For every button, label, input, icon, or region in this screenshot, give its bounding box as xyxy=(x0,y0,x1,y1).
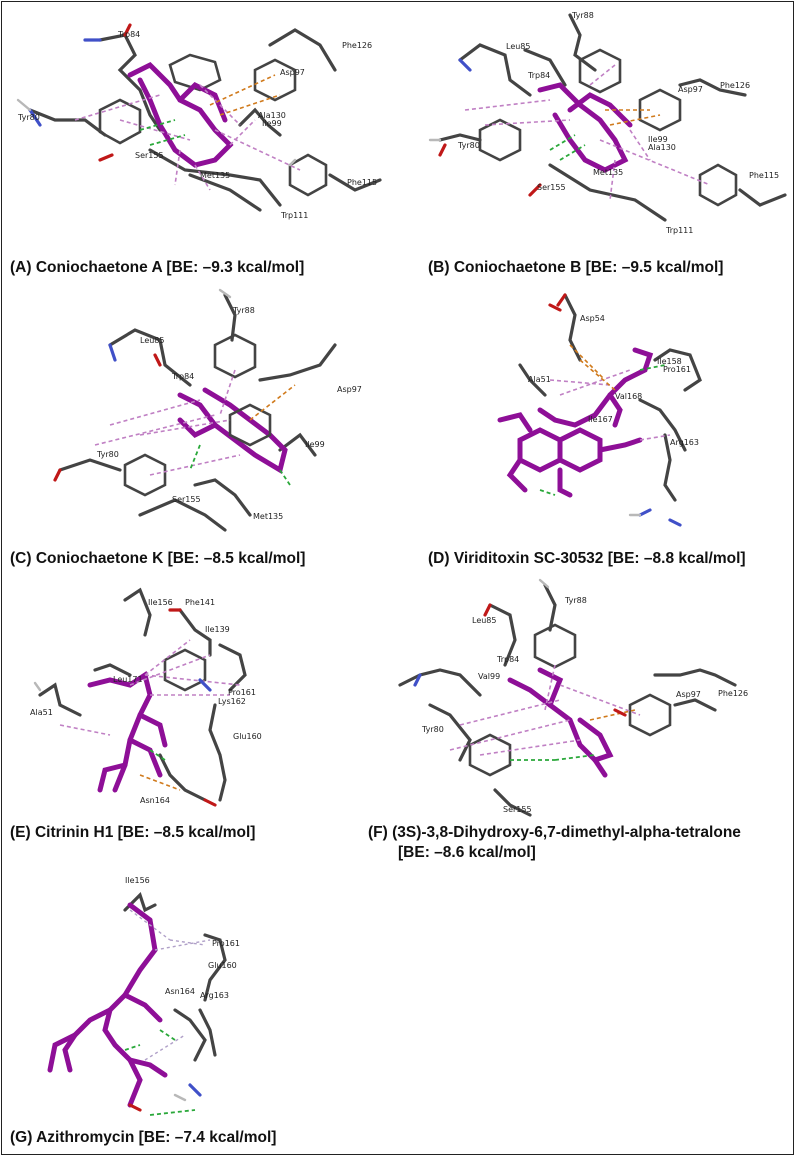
residue-label: Trp111 xyxy=(665,226,693,235)
residue-label: Tyr88 xyxy=(232,306,255,315)
residue-label: Phe126 xyxy=(342,41,372,50)
panel-f: Tyr88 Leu85 Trp84 Val99 Asp97 Phe126 Tyr… xyxy=(360,575,797,875)
residue-label: Phe115 xyxy=(347,178,377,187)
panel-d-structure: Asp54 Ile158 Pro161 Ala51 Val168 Ile167 … xyxy=(497,293,702,527)
residue-label: Asn164 xyxy=(165,987,195,996)
residue-label: Glu160 xyxy=(233,732,262,741)
panel-g-structure: Ile156 Pro161 Glu160 Arg163 Asn164 xyxy=(47,876,240,1116)
panel-e-structure: Ile156 Phe141 Ile139 Leu171 Pro161 Lys16… xyxy=(30,587,262,807)
residue-label: Asp97 xyxy=(337,385,362,394)
residue-label: Phe126 xyxy=(718,689,748,698)
residue-label: Ile167 xyxy=(588,415,613,424)
residue-label: Tyr80 xyxy=(457,141,480,150)
residue-label: Trp111 xyxy=(280,211,308,220)
residue-label: Leu85 xyxy=(472,616,497,625)
panel-a-structure: Trp84 Asp97 Phe126 Tyr80 Ala130 Ile99 Se… xyxy=(16,23,382,220)
residue-label: Tyr80 xyxy=(421,725,444,734)
panel-e: Ile156 Phe141 Ile139 Leu171 Pro161 Lys16… xyxy=(0,575,360,845)
panel-c: Tyr88 Leu85 Trp84 Asp97 Ile99 Tyr80 Ser1… xyxy=(0,285,400,575)
residue-label: Ala130 xyxy=(648,143,676,152)
residue-label: Ala130 xyxy=(258,111,286,120)
residue-label: Val168 xyxy=(615,392,642,401)
residue-label: Tyr80 xyxy=(96,450,119,459)
residue-label: Ile139 xyxy=(205,625,230,634)
residue-label: Ile99 xyxy=(262,119,282,128)
residue-label: Arg163 xyxy=(670,438,699,447)
residue-label: Met135 xyxy=(200,171,230,180)
residue-label: Phe115 xyxy=(749,171,779,180)
residue-label: Ile99 xyxy=(305,440,325,449)
panel-d: Asp54 Ile158 Pro161 Ala51 Val168 Ile167 … xyxy=(400,285,797,575)
residue-label: Trp84 xyxy=(527,71,550,80)
residue-label: Leu85 xyxy=(506,42,531,51)
residue-label: Asn164 xyxy=(140,796,170,805)
panel-a: Trp84 Asp97 Phe126 Tyr80 Ala130 Ile99 Se… xyxy=(0,0,400,285)
residue-label: Val99 xyxy=(478,672,500,681)
residue-label: Glu160 xyxy=(208,961,237,970)
panel-b-structure: Tyr88 Leu85 Trp84 Asp97 Phe126 Tyr80 Ile… xyxy=(428,11,787,235)
residue-label: Asp54 xyxy=(580,314,605,323)
residue-label: Ile156 xyxy=(125,876,150,885)
residue-label: Ser155 xyxy=(135,151,164,160)
residue-label: Arg163 xyxy=(200,991,229,1000)
panel-f-caption-line2: [BE: –8.6 kcal/mol] xyxy=(398,844,536,861)
residue-label: Pro161 xyxy=(212,939,240,948)
panel-g: Ile156 Pro161 Glu160 Arg163 Asn164 (G) A… xyxy=(0,870,360,1155)
panel-g-caption: (G) Azithromycin [BE: –7.4 kcal/mol] xyxy=(10,1129,277,1146)
residue-label: Lys162 xyxy=(218,697,246,706)
residue-label: Ile158 xyxy=(657,357,682,366)
residue-label: Leu171 xyxy=(113,675,143,684)
panel-d-caption: (D) Viriditoxin SC-30532 [BE: –8.8 kcal/… xyxy=(428,550,746,567)
panel-c-caption: (C) Coniochaetone K [BE: –8.5 kcal/mol] xyxy=(10,550,306,567)
residue-label: Phe126 xyxy=(720,81,750,90)
residue-label: Trp84 xyxy=(496,655,519,664)
residue-label: Ala51 xyxy=(528,375,551,384)
residue-label: Tyr88 xyxy=(571,11,594,20)
panel-a-caption: (A) Coniochaetone A [BE: –9.3 kcal/mol] xyxy=(10,259,305,276)
residue-label: Tyr80 xyxy=(17,113,40,122)
residue-label: Asp97 xyxy=(678,85,703,94)
panel-b: Tyr88 Leu85 Trp84 Asp97 Phe126 Tyr80 Ile… xyxy=(400,0,797,285)
panel-f-structure: Tyr88 Leu85 Trp84 Val99 Asp97 Phe126 Tyr… xyxy=(398,578,748,817)
residue-label: Pro161 xyxy=(663,365,691,374)
residue-label: Asp97 xyxy=(280,68,305,77)
residue-label: Ile156 xyxy=(148,598,173,607)
residue-label: Pro161 xyxy=(228,688,256,697)
residue-label: Trp84 xyxy=(171,372,194,381)
panel-f-caption-line1: (F) (3S)-3,8-Dihydroxy-6,7-dimethyl-alph… xyxy=(368,824,741,841)
residue-label: Phe141 xyxy=(185,598,215,607)
residue-label: Ser155 xyxy=(503,805,532,814)
residue-label: Asp97 xyxy=(676,690,701,699)
residue-label: Ser155 xyxy=(537,183,566,192)
residue-label: Ser155 xyxy=(172,495,201,504)
panel-e-caption: (E) Citrinin H1 [BE: –8.5 kcal/mol] xyxy=(10,824,256,841)
residue-label: Ile99 xyxy=(648,135,668,144)
residue-label: Trp84 xyxy=(117,30,140,39)
residue-label: Met135 xyxy=(253,512,283,521)
residue-label: Ala51 xyxy=(30,708,53,717)
panel-c-structure: Tyr88 Leu85 Trp84 Asp97 Ile99 Tyr80 Ser1… xyxy=(53,288,362,532)
residue-label: Leu85 xyxy=(140,336,165,345)
residue-label: Met135 xyxy=(593,168,623,177)
residue-label: Tyr88 xyxy=(564,596,587,605)
panel-b-caption: (B) Coniochaetone B [BE: –9.5 kcal/mol] xyxy=(428,259,724,276)
